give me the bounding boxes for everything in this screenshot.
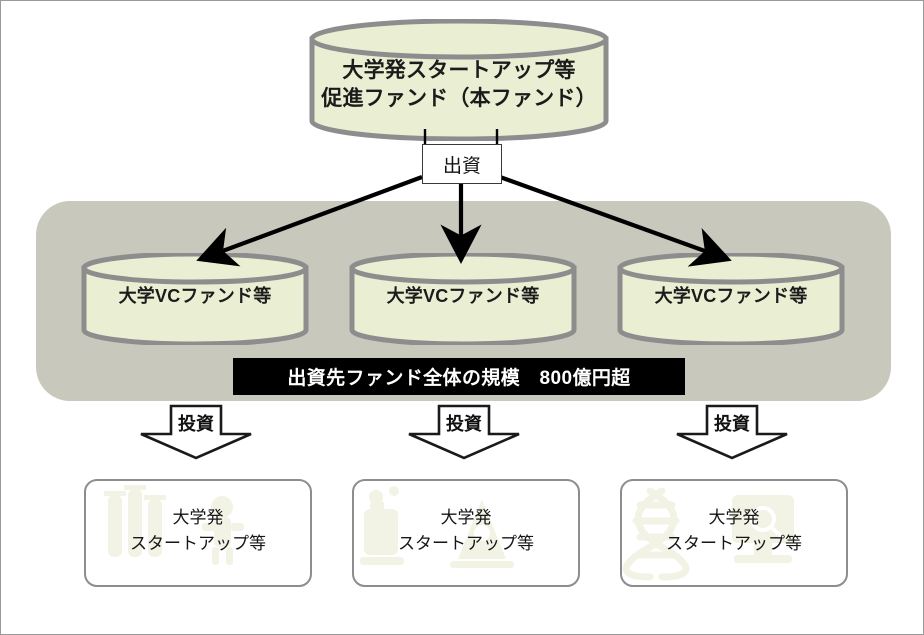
startup-label-1: 大学発 スタートアップ等 (130, 508, 266, 554)
investment-label-2: 投資 (446, 414, 482, 434)
investment-label-3: 投資 (714, 414, 750, 434)
top-fund-cylinder: 大学発スタートアップ等 促進ファンド（本ファンド） (309, 19, 609, 141)
vc-fund-cylinder-3: 大学VCファンド等 (617, 253, 845, 345)
vc-fund-label-1: 大学VCファンド等 (118, 286, 272, 306)
fund-scale-text: 出資先ファンド全体の規模 800億円超 (287, 368, 631, 389)
vc-fund-label-2: 大学VCファンド等 (386, 286, 540, 306)
investment-arrow-1: 投資 (138, 404, 254, 460)
down-block-arrow-icon (140, 404, 252, 460)
vc-fund-label-3: 大学VCファンド等 (654, 286, 808, 306)
startup-box-1: 大学発 スタートアップ等 (84, 479, 312, 587)
funding-label-text: 出資 (442, 155, 481, 177)
startup-label-2: 大学発 スタートアップ等 (398, 508, 534, 554)
fund-scale-banner: 出資先ファンド全体の規模 800億円超 (233, 358, 685, 395)
down-block-arrow-icon (676, 404, 788, 460)
microscope-watermark-icon (354, 481, 578, 585)
startup-label-3: 大学発 スタートアップ等 (666, 508, 802, 554)
vc-fund-cylinder-2: 大学VCファンド等 (349, 253, 577, 345)
investment-label-1: 投資 (178, 414, 214, 434)
top-fund-label: 大学発スタートアップ等 促進ファンド（本ファンド） (321, 59, 597, 110)
down-block-arrow-icon (408, 404, 520, 460)
cylinder-shape (309, 19, 609, 141)
investment-arrow-3: 投資 (674, 404, 790, 460)
test-tubes-watermark-icon (86, 481, 310, 585)
cylinder-shape (81, 253, 309, 345)
investment-arrow-2: 投資 (406, 404, 522, 460)
vc-fund-cylinder-1: 大学VCファンド等 (81, 253, 309, 345)
funding-connector-label: 出資 (422, 144, 502, 184)
startup-box-3: 大学発 スタートアップ等 (620, 479, 848, 587)
dna-helix-watermark-icon (622, 481, 846, 585)
startup-box-2: 大学発 スタートアップ等 (352, 479, 580, 587)
